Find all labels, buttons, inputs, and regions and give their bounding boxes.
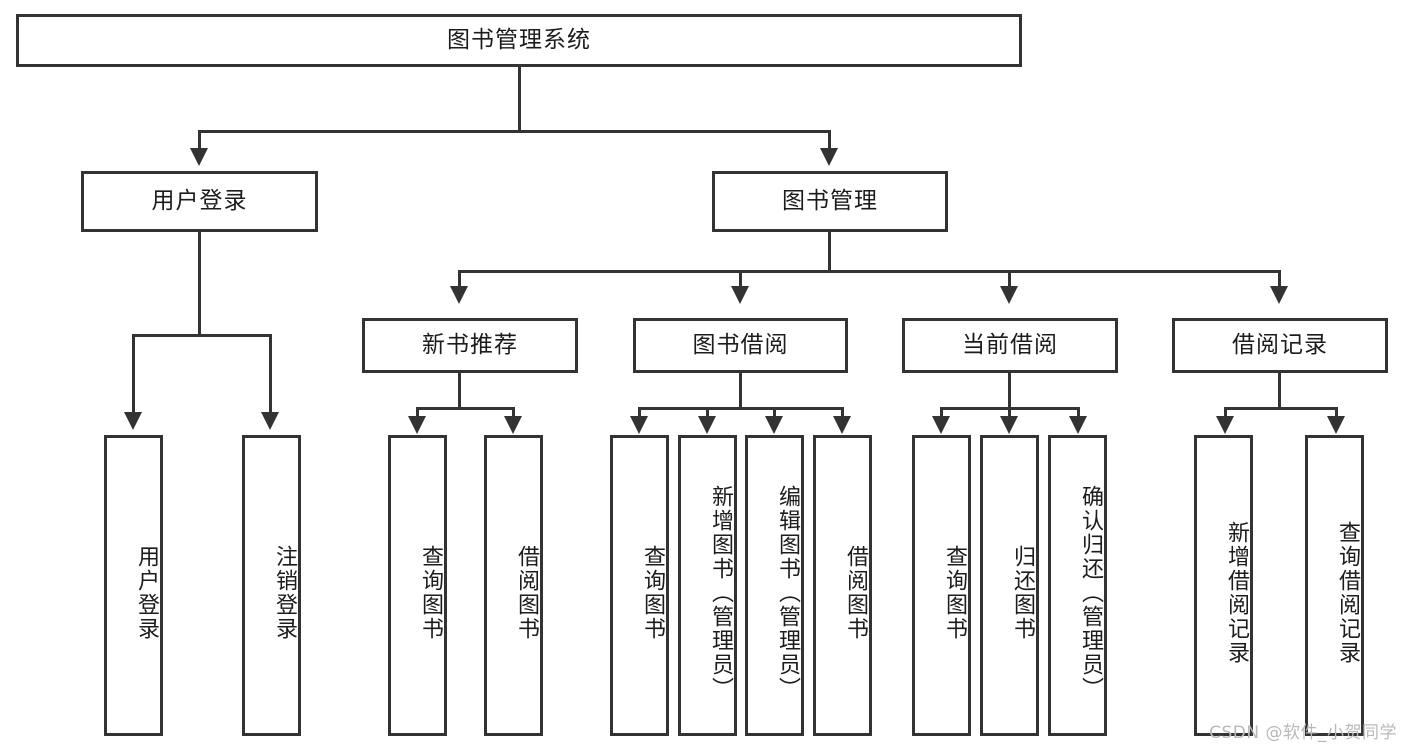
edge-to-book-management	[828, 130, 831, 152]
watermark-text: CSDN @软件_小贺同学	[1209, 723, 1397, 743]
node-label: 注销登录	[272, 544, 297, 641]
edge-to-borrow-record	[1278, 270, 1281, 288]
leaf-current-borrow-query-book[interactable]: 查询图书	[912, 435, 971, 736]
edge-book-borrow-stem	[739, 373, 742, 409]
edge-borrow-record-child-1	[1224, 407, 1227, 419]
leaf-user-login-logout[interactable]: 注销登录	[242, 435, 301, 736]
leaf-new-book-query-book[interactable]: 查询图书	[388, 435, 447, 736]
node-root-book-management-system[interactable]: 图书管理系统	[16, 14, 1022, 67]
leaf-user-login-login[interactable]: 用户登录	[104, 435, 163, 736]
node-label: 图书管理	[782, 187, 878, 214]
edge-to-book-borrow	[739, 270, 742, 288]
leaf-book-borrow-borrow-book[interactable]: 借阅图书	[813, 435, 872, 736]
edge-user-login-child-1	[132, 334, 135, 416]
node-label: 用户登录	[134, 544, 159, 641]
node-current-borrow[interactable]: 当前借阅	[902, 318, 1118, 373]
edge-new-book-recommend-stem	[458, 373, 461, 409]
edge-new-book-recommend-bar	[416, 407, 515, 410]
node-book-borrow[interactable]: 图书借阅	[633, 318, 848, 373]
node-label: 用户登录	[151, 187, 248, 214]
edge-book-borrow-child-1	[638, 407, 641, 419]
node-label: 查询图书	[640, 544, 665, 641]
leaf-new-book-borrow-book[interactable]: 借阅图书	[484, 435, 543, 736]
edge-user-login-stem	[198, 232, 201, 336]
node-new-book-recommend[interactable]: 新书推荐	[362, 318, 578, 373]
edge-user-login-child-2	[269, 334, 272, 416]
node-label: 编辑图书（管理员）	[775, 484, 800, 701]
arrowhead-borrow-record-child-1	[1216, 416, 1234, 434]
arrowhead-book-borrow-child-1	[630, 416, 648, 434]
node-label: 新书推荐	[422, 331, 518, 358]
node-label: 新增借阅记录	[1224, 520, 1249, 665]
node-label: 新增图书（管理员）	[708, 484, 733, 701]
node-borrow-record[interactable]: 借阅记录	[1172, 318, 1388, 373]
edge-level3-bar	[458, 270, 1281, 273]
node-label: 借阅记录	[1232, 331, 1328, 358]
arrowhead-book-borrow-child-3	[765, 416, 783, 434]
edge-book-borrow-child-4	[841, 407, 844, 419]
node-label: 借阅图书	[843, 544, 868, 641]
edge-root-stem	[518, 67, 521, 130]
edge-book-borrow-child-2	[706, 407, 709, 419]
node-label: 确认归还（管理员）	[1078, 484, 1103, 701]
edge-borrow-record-child-2	[1335, 407, 1338, 419]
node-label: 当前借阅	[962, 331, 1058, 358]
edge-current-borrow-stem	[1008, 373, 1011, 409]
edge-borrow-record-bar	[1224, 407, 1338, 410]
edge-book-borrow-child-3	[773, 407, 776, 419]
arrowhead-to-current-borrow	[1000, 286, 1018, 304]
leaf-borrow-record-add-record[interactable]: 新增借阅记录	[1194, 435, 1253, 736]
edge-user-login-bar	[132, 334, 271, 337]
edge-current-borrow-child-2	[1008, 407, 1011, 419]
edge-to-new-book-recommend	[458, 270, 461, 288]
node-label: 查询借阅记录	[1335, 520, 1360, 665]
arrowhead-user-login-child-2	[261, 412, 279, 430]
leaf-borrow-record-query-record[interactable]: 查询借阅记录	[1305, 435, 1364, 736]
leaf-current-borrow-return-book[interactable]: 归还图书	[980, 435, 1039, 736]
arrowhead-book-borrow-child-4	[833, 416, 851, 434]
node-label: 查询图书	[418, 544, 443, 641]
arrowhead-new-book-recommend-child-1	[408, 416, 426, 434]
arrowhead-book-borrow-child-2	[698, 416, 716, 434]
edge-level2-bar	[198, 130, 831, 133]
edge-current-borrow-child-1	[940, 407, 943, 419]
arrowhead-current-borrow-child-1	[932, 416, 950, 434]
arrowhead-to-book-borrow	[731, 286, 749, 304]
node-book-management[interactable]: 图书管理	[712, 171, 948, 232]
node-label: 归还图书	[1010, 544, 1035, 641]
leaf-book-borrow-edit-book-admin[interactable]: 编辑图书（管理员）	[745, 435, 804, 736]
node-label: 图书管理系统	[447, 26, 591, 53]
arrowhead-to-new-book-recommend	[450, 286, 468, 304]
arrowhead-current-borrow-child-3	[1069, 416, 1087, 434]
arrowhead-new-book-recommend-child-2	[504, 416, 522, 434]
edge-book-management-stem	[828, 232, 831, 272]
edge-new-book-recommend-child-1	[416, 407, 419, 419]
leaf-book-borrow-query-book[interactable]: 查询图书	[610, 435, 669, 736]
edge-to-user-login	[198, 130, 201, 152]
edge-borrow-record-stem	[1278, 373, 1281, 409]
leaf-book-borrow-add-book-admin[interactable]: 新增图书（管理员）	[678, 435, 737, 736]
node-label: 查询图书	[942, 544, 967, 641]
arrowhead-to-borrow-record	[1270, 286, 1288, 304]
arrowhead-current-borrow-child-2	[1000, 416, 1018, 434]
arrowhead-user-login-child-1	[124, 412, 142, 430]
edge-to-current-borrow	[1008, 270, 1011, 288]
edge-current-borrow-child-3	[1077, 407, 1080, 419]
node-label: 图书借阅	[692, 331, 789, 358]
arrowhead-to-book-management	[820, 148, 838, 166]
edge-new-book-recommend-child-2	[512, 407, 515, 419]
node-user-login[interactable]: 用户登录	[81, 171, 318, 232]
arrowhead-to-user-login	[190, 148, 208, 166]
edge-book-borrow-bar	[638, 407, 844, 410]
arrowhead-borrow-record-child-2	[1327, 416, 1345, 434]
node-label: 借阅图书	[514, 544, 539, 641]
leaf-current-borrow-confirm-return-admin[interactable]: 确认归还（管理员）	[1048, 435, 1107, 736]
